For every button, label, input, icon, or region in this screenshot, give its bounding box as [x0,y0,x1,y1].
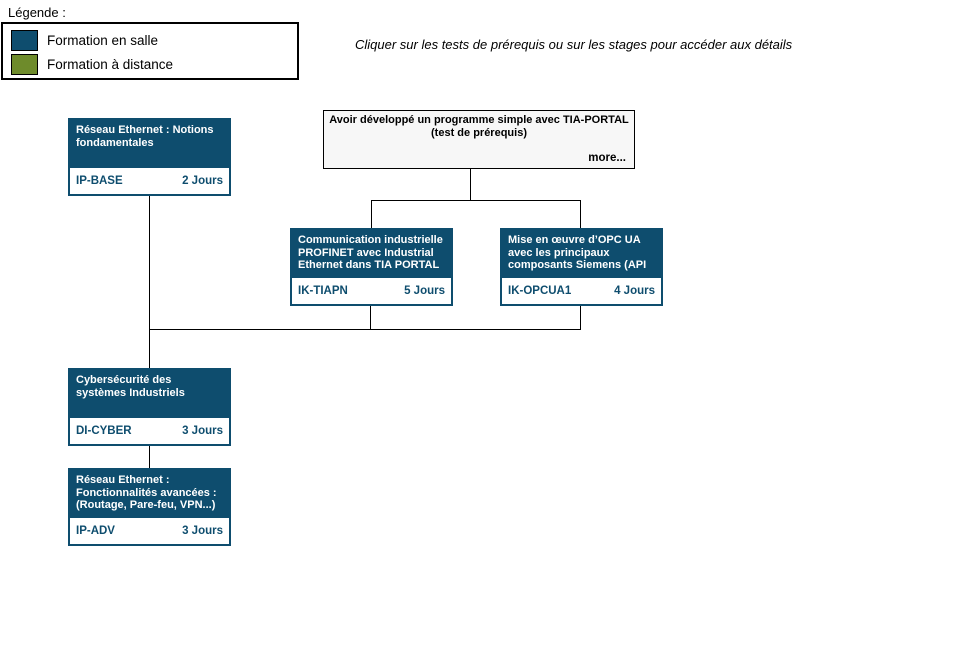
course-footer: DI-CYBER 3 Jours [70,418,229,444]
connector-line [580,200,581,228]
connector-line [371,200,581,201]
legend-item-classroom: Formation en salle [11,28,297,52]
prerequisite-title: Avoir développé un programme simple avec… [329,114,629,126]
course-duration: 2 Jours [182,175,223,187]
prerequisite-subtitle: (test de prérequis) [431,127,527,139]
connector-line [371,200,372,228]
course-title: Cybersécurité des systèmes Industriels [70,370,229,418]
connector-line [370,306,371,329]
legend-item-distance: Formation à distance [11,52,297,76]
legend-title: Légende : [8,5,66,20]
course-box-ik-opcua1[interactable]: Mise en œuvre d’OPC UA avec les principa… [500,228,663,306]
course-code: IP-BASE [76,175,123,187]
course-footer: IK-OPCUA1 4 Jours [502,278,661,304]
connector-line [149,445,150,468]
course-title: Réseau Ethernet : Notions fondamentales [70,120,229,168]
course-title: Communication industrielle PROFINET avec… [292,230,451,278]
course-footer: IP-BASE 2 Jours [70,168,229,194]
instruction-text: Cliquer sur les tests de prérequis ou su… [355,37,793,52]
course-code: DI-CYBER [76,425,132,437]
distance-color-swatch [11,53,38,75]
course-duration: 4 Jours [614,285,655,297]
course-box-ip-base[interactable]: Réseau Ethernet : Notions fondamentales … [68,118,231,196]
legend-item-label: Formation en salle [47,32,159,48]
connector-line [580,306,581,329]
more-link[interactable]: more... [588,152,626,164]
course-code: IK-OPCUA1 [508,285,572,297]
course-duration: 3 Jours [182,425,223,437]
course-box-di-cyber[interactable]: Cybersécurité des systèmes Industriels D… [68,368,231,446]
course-footer: IK-TIAPN 5 Jours [292,278,451,304]
course-footer: IP-ADV 3 Jours [70,518,229,544]
connector-line [149,329,581,330]
connector-line [470,168,471,200]
legend: Formation en salle Formation à distance [1,22,299,80]
course-title: Réseau Ethernet : Fonctionnalités avancé… [70,470,229,518]
course-title: Mise en œuvre d’OPC UA avec les principa… [502,230,661,278]
course-box-ik-tiapn[interactable]: Communication industrielle PROFINET avec… [290,228,453,306]
classroom-color-swatch [11,29,38,51]
prerequisite-test-box[interactable]: Avoir développé un programme simple avec… [323,110,635,169]
course-code: IK-TIAPN [298,285,348,297]
course-duration: 5 Jours [404,285,445,297]
connector-line [149,195,150,368]
course-code: IP-ADV [76,525,115,537]
legend-item-label: Formation à distance [47,56,174,72]
course-duration: 3 Jours [182,525,223,537]
course-box-ip-adv[interactable]: Réseau Ethernet : Fonctionnalités avancé… [68,468,231,546]
